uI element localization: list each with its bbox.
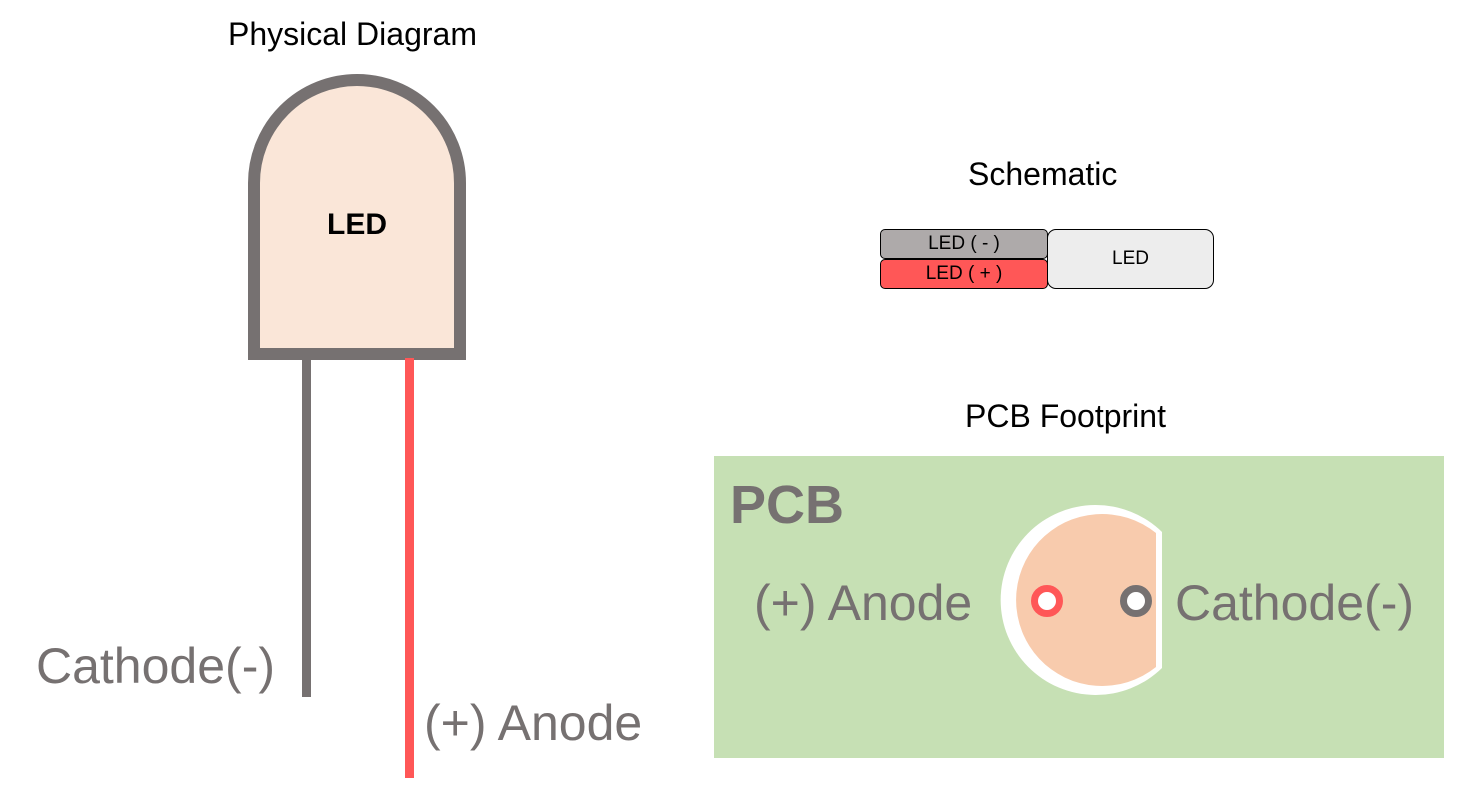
schematic-title: Schematic (968, 156, 1118, 192)
schematic-led-body: LED (1047, 229, 1214, 289)
component-pad-area (1016, 514, 1156, 686)
cathode-leg (302, 358, 311, 697)
physical-cathode-label: Cathode(-) (36, 638, 275, 694)
pcb-cathode-label: Cathode(-) (1175, 575, 1414, 631)
anode-leg (405, 358, 414, 778)
cathode-pad (1120, 585, 1152, 617)
led-body-label: LED (327, 208, 387, 241)
physical-diagram-title: Physical Diagram (228, 16, 477, 52)
physical-anode-label: (+) Anode (424, 695, 643, 751)
pcb-footprint-graphic (1000, 505, 1162, 695)
pcb-board-label: PCB (730, 475, 845, 535)
anode-pad (1031, 585, 1063, 617)
pcb-footprint-title: PCB Footprint (965, 398, 1166, 434)
schematic-pin-negative: LED ( - ) (880, 229, 1048, 259)
pcb-anode-label: (+) Anode (754, 575, 973, 631)
schematic-pin-positive: LED ( + ) (880, 259, 1048, 289)
